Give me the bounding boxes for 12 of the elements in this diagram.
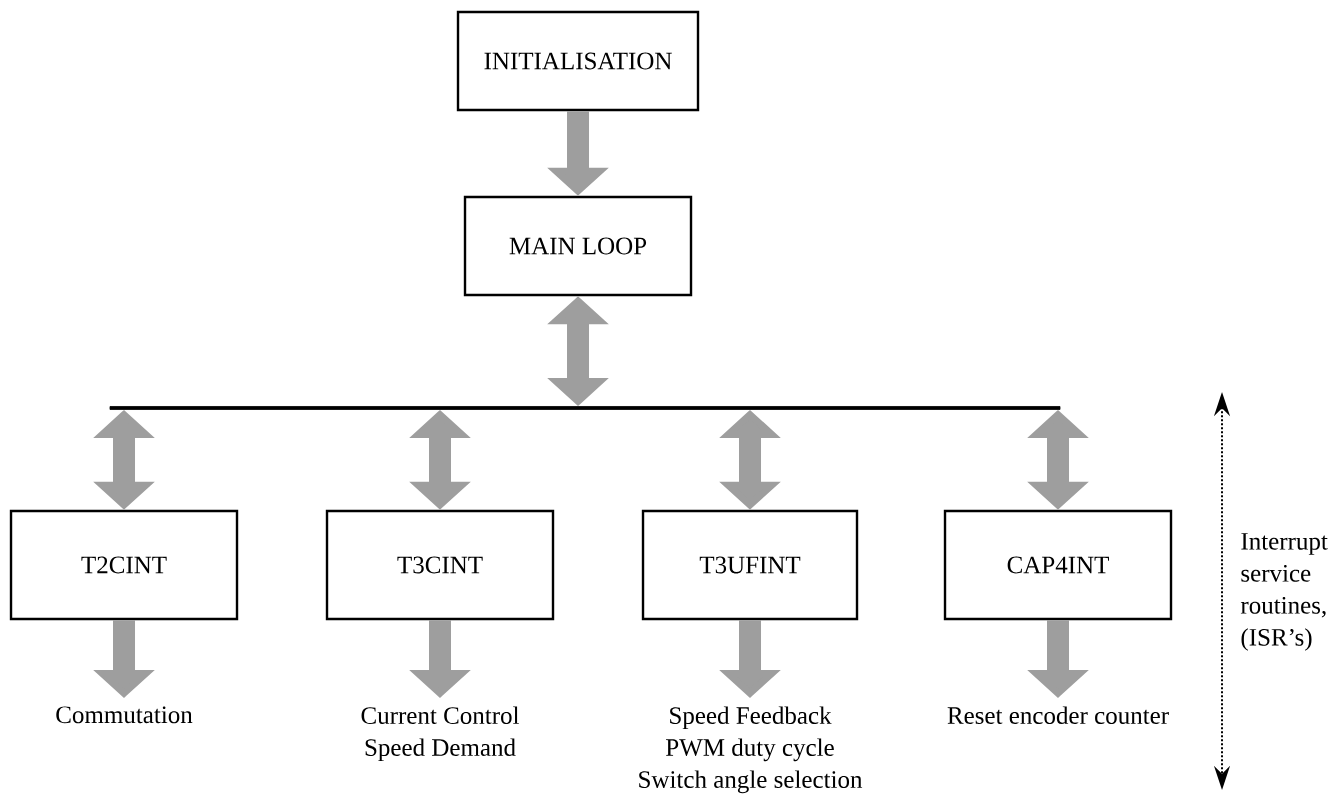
output-text: Speed Feedback PWM duty cycle Switch angle selection xyxy=(639,706,863,794)
process-box: CAP4INT xyxy=(943,509,1173,621)
process-box: T2CINT xyxy=(9,509,239,621)
process-box: INITIALISATION xyxy=(456,10,700,112)
process-box: MAIN LOOP xyxy=(463,195,693,297)
process-box: T3CINT xyxy=(325,509,555,621)
process-box: T3UFINT xyxy=(641,509,859,621)
side-note: Interrupt service routines, (ISR’s) xyxy=(1240,533,1328,651)
output-text: Reset encoder counter xyxy=(947,706,1169,724)
output-text: Current Control Speed Demand xyxy=(361,706,519,762)
bus-bar xyxy=(109,406,1061,410)
output-text: Commutation xyxy=(56,706,193,724)
